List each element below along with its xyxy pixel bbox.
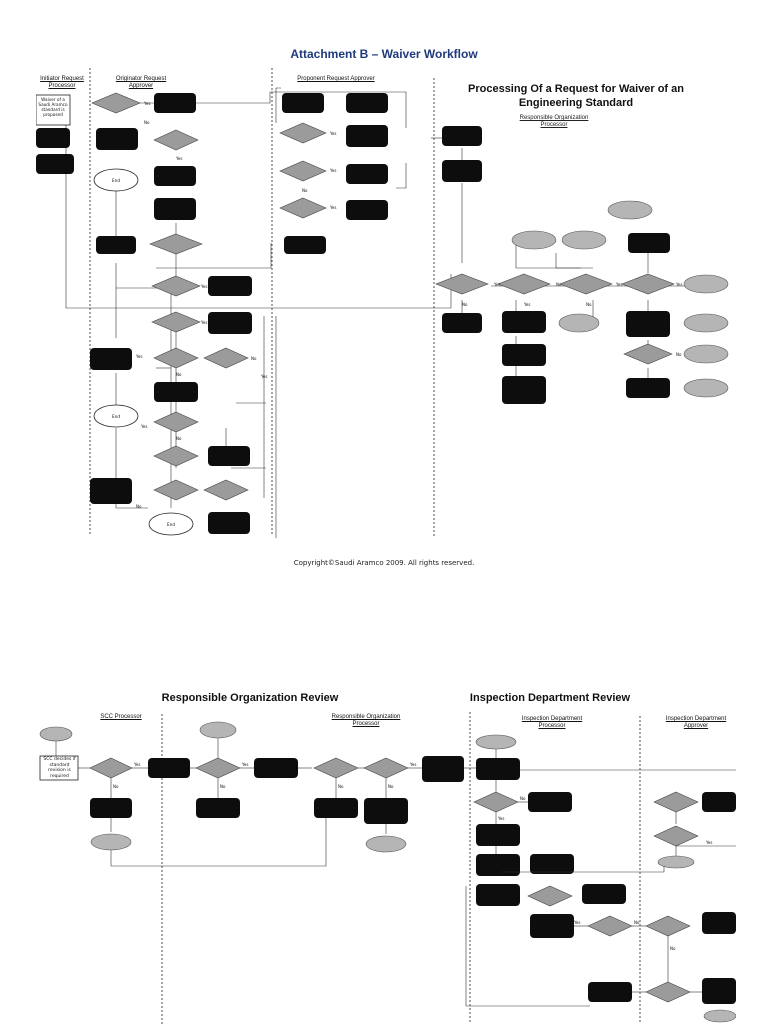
page-title: Attachment B – Waiver Workflow [290, 47, 478, 61]
svg-text:Yes: Yes [329, 168, 336, 173]
lane-ro-processor: Responsible Organization Processor [331, 714, 401, 727]
svg-text:Yes: Yes [675, 282, 682, 287]
svg-text:Yes: Yes [260, 374, 267, 379]
main-heading-line1: Processing Of a Request for Waiver of an [468, 83, 684, 95]
svg-text:End: End [167, 522, 175, 527]
svg-text:End: End [112, 178, 120, 183]
svg-text:No: No [634, 920, 640, 925]
lane-id-processor: Inspection Department Processor [521, 716, 583, 729]
svg-text:No: No [462, 302, 468, 307]
review-flowchart: Yes No Yes No No Yes No No Yes Yes No No… [36, 706, 736, 1024]
svg-text:Yes: Yes [135, 354, 142, 359]
svg-text:Yes: Yes [615, 282, 622, 287]
svg-text:Yes: Yes [523, 302, 530, 307]
svg-text:No: No [176, 372, 182, 377]
lane-responsible: Responsible Organization Processor [519, 115, 589, 128]
svg-text:No: No [388, 784, 394, 789]
svg-text:Yes: Yes [573, 920, 580, 925]
svg-text:No: No [113, 784, 119, 789]
svg-text:No: No [556, 282, 562, 287]
copyright-notice: Copyright©Saudi Aramco 2009. All rights … [293, 559, 475, 567]
main-heading: Processing Of a Request for Waiver of an… [456, 82, 696, 110]
svg-text:Yes: Yes [200, 284, 207, 289]
lane-scc: SCC Processor [100, 714, 142, 720]
svg-text:Yes: Yes [329, 131, 336, 136]
svg-text:Yes: Yes [409, 762, 416, 767]
svg-text:No: No [136, 504, 142, 509]
svg-text:Yes: Yes [705, 840, 712, 845]
svg-text:No: No [338, 784, 344, 789]
svg-text:No: No [220, 784, 226, 789]
svg-text:No: No [251, 356, 257, 361]
main-heading-line2: Engineering Standard [518, 97, 634, 109]
lane-id-approver: Inspection Department Approver [665, 716, 727, 729]
svg-text:No: No [176, 436, 182, 441]
ro-review-heading: Responsible Organization Review [161, 692, 339, 704]
svg-text:Yes: Yes [493, 282, 500, 287]
svg-text:Yes: Yes [175, 156, 182, 161]
review-canvas: Yes No Yes No No Yes No No Yes Yes No No… [39, 712, 736, 1024]
scc-start-label: SCC decides if standard revision is requ… [43, 757, 76, 779]
scc-start-box [39, 755, 79, 781]
svg-text:No: No [586, 302, 592, 307]
svg-text:Yes: Yes [143, 101, 150, 106]
lane-initiator: Initiator Request Processor [40, 76, 84, 89]
svg-text:End: End [112, 414, 120, 419]
svg-text:Yes: Yes [200, 320, 207, 325]
svg-text:No: No [302, 188, 308, 193]
svg-text:No: No [670, 946, 676, 951]
lane-proponent: Proponent Request Approver [297, 76, 375, 82]
svg-text:Yes: Yes [329, 205, 336, 210]
lane-originator: Originator Request Approver [115, 76, 167, 89]
svg-text:No: No [520, 796, 526, 801]
svg-text:Yes: Yes [241, 762, 248, 767]
start-box [36, 94, 71, 126]
svg-text:Yes: Yes [133, 762, 140, 767]
svg-text:Yes: Yes [497, 816, 504, 821]
id-review-heading: Inspection Department Review [469, 692, 631, 704]
svg-text:Yes: Yes [140, 424, 147, 429]
svg-text:No: No [144, 120, 150, 125]
svg-text:No: No [676, 352, 682, 357]
